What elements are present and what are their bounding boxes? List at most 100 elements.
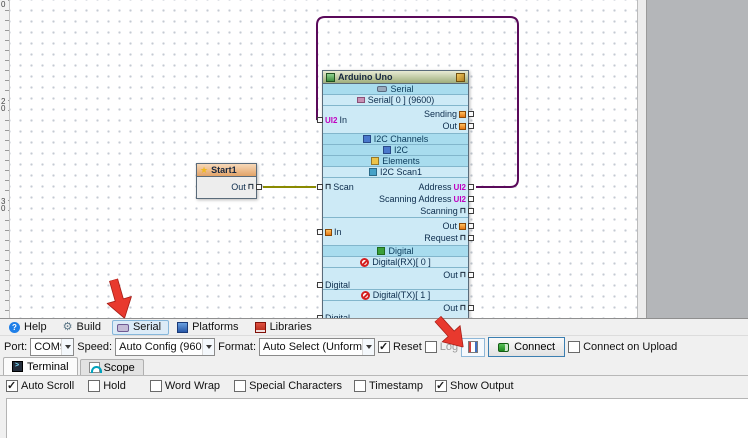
checkbox-box[interactable] [149,380,162,392]
digital-tx-row[interactable]: Digital(TX)[ 1 ] [323,290,468,301]
scanning-pin[interactable]: Scanning ⊓ [420,206,474,216]
checkbox-box[interactable] [378,340,391,353]
i2c-scan-pins-row: ⊓ Scan Address UI2 Scanning Address UI2 … [317,178,474,218]
i2c-scan-label: I2C Scan1 [379,167,423,177]
scan-pin[interactable]: ⊓ Scan [317,182,354,192]
speed-select[interactable]: Auto Config (9600) [115,338,216,356]
pin-connector[interactable] [317,184,323,190]
tab-help[interactable]: ? Help [4,320,55,335]
checkbox-box[interactable] [88,380,101,392]
i2c-in-pin[interactable]: In [317,227,342,237]
start1-block-header[interactable]: ★ Start1 [197,164,256,177]
pin-connector[interactable] [468,208,474,214]
pin-connector[interactable] [317,229,323,235]
checkbox-box[interactable] [354,380,366,392]
ruler-label-10: 10 [1,0,8,9]
digital-rx-in-pin[interactable]: Digital [317,280,350,290]
connect-button-label: Connect [514,341,556,353]
pin-connector[interactable] [468,235,474,241]
dock-tabbar: ? Help ⚙ Build Serial Platforms Librarie… [0,319,748,336]
format-select[interactable]: Auto Select (Unformatted [259,338,376,356]
chevron-down-icon[interactable] [362,339,375,355]
help-icon: ? [9,321,20,333]
wire-address-to-serial-in[interactable] [316,16,519,188]
pin-connector[interactable] [468,272,474,278]
word-wrap-label: Word Wrap [164,380,221,392]
tools-icon[interactable] [456,72,465,82]
connect-on-upload-checkbox[interactable]: Connect on Upload [568,341,677,353]
tab-scope-label: Scope [103,361,135,374]
checkbox-box[interactable] [234,380,247,392]
pin-connector[interactable] [317,282,323,288]
hold-checkbox[interactable]: Hold [88,380,126,392]
serial-channel-row[interactable]: Serial[ 0 ] (9600) [323,95,468,106]
reset-checkbox[interactable]: Reset [378,340,422,353]
ruler-label-30: 30 [1,198,8,213]
arduino-block-header[interactable]: Arduino Uno [323,71,468,84]
tab-scope[interactable]: Scope [79,359,144,375]
tab-build[interactable]: ⚙ Build [58,320,109,335]
connect-button[interactable]: Connect [488,337,566,357]
elements-section-row: Elements [323,156,468,167]
digital-rx-row[interactable]: Digital(RX)[ 0 ] [323,257,468,268]
connect-plug-icon [498,342,510,352]
serial-section-row: Serial [323,84,468,95]
design-canvas[interactable]: ★ Start1 Out ⊓ Arduino Uno Serial [10,0,637,324]
auto-scroll-checkbox[interactable]: Auto Scroll [6,379,74,392]
gear-icon: ⚙ [62,320,73,333]
pin-connector[interactable] [468,111,474,117]
digital-tx-out-pin[interactable]: Out ⊓ [443,303,474,313]
digital-rx-out-pin[interactable]: Out ⊓ [443,270,474,280]
i2c-scan-row[interactable]: I2C Scan1 [323,167,468,178]
chip-icon [326,72,335,82]
pin-connector[interactable] [468,305,474,311]
serial-channel-label: Serial[ 0 ] (9600) [367,95,435,105]
checkbox-box[interactable] [424,341,437,353]
pin-connector[interactable] [468,123,474,129]
pin-label: Request [424,233,458,243]
i2c-icon [382,146,391,154]
port-select[interactable]: COM9 [30,338,75,356]
word-wrap-checkbox[interactable]: Word Wrap [149,380,221,392]
log-file-button[interactable] [461,337,486,357]
tab-terminal[interactable]: Terminal [3,357,78,375]
tab-help-label: Help [24,321,47,333]
i2c-out-pin[interactable]: Out [442,221,474,231]
address-pin[interactable]: Address UI2 [419,182,474,192]
i2c-channels-section-row: I2C Channels [323,134,468,145]
tab-serial[interactable]: Serial [111,319,170,335]
request-pin[interactable]: Request ⊓ [424,233,474,243]
pin-connector[interactable] [317,117,323,123]
show-output-checkbox[interactable]: Show Output [435,379,514,392]
serial-in-pin[interactable]: UI2 In [317,115,347,125]
serial-toolbar: Port: COM9 Speed: Auto Config (9600) For… [0,336,748,358]
pin-label: Sending [423,109,457,119]
start-icon: ★ [200,164,209,175]
pin-connector[interactable] [468,196,474,202]
i2c-channels-label: I2C Channels [373,134,429,144]
terminal-output[interactable] [6,398,748,438]
pin-connector[interactable] [256,184,262,190]
pin-label: Address [418,182,452,192]
sending-pin[interactable]: Sending [424,109,474,119]
chevron-down-icon[interactable] [202,339,215,355]
scanning-address-pin[interactable]: Scanning Address UI2 [379,194,474,204]
digital-pulse-icon: ⊓ [247,182,254,191]
checkbox-box[interactable] [6,379,18,392]
start1-block[interactable]: ★ Start1 Out ⊓ [196,163,262,199]
pin-connector[interactable] [468,223,474,229]
checkbox-box[interactable] [435,379,447,392]
canvas-vertical-scrollbar[interactable] [637,0,646,318]
timestamp-checkbox[interactable]: Timestamp [354,380,423,392]
tab-platforms[interactable]: Platforms [172,320,246,335]
arduino-uno-block[interactable]: Arduino Uno Serial Serial[ 0 ] (9600) UI… [317,70,474,324]
chevron-down-icon[interactable] [61,339,74,355]
checkbox-box[interactable] [568,341,581,353]
serial-out-pin[interactable]: Out [442,121,474,131]
digital-pulse-icon: ⊓ [459,303,466,312]
start-out-pin[interactable]: Out ⊓ [231,182,262,192]
pin-connector[interactable] [468,184,474,190]
digital-rx-label: Digital(RX)[ 0 ] [372,257,431,267]
tab-libraries[interactable]: Libraries [250,320,320,335]
special-characters-checkbox[interactable]: Special Characters [234,380,342,392]
